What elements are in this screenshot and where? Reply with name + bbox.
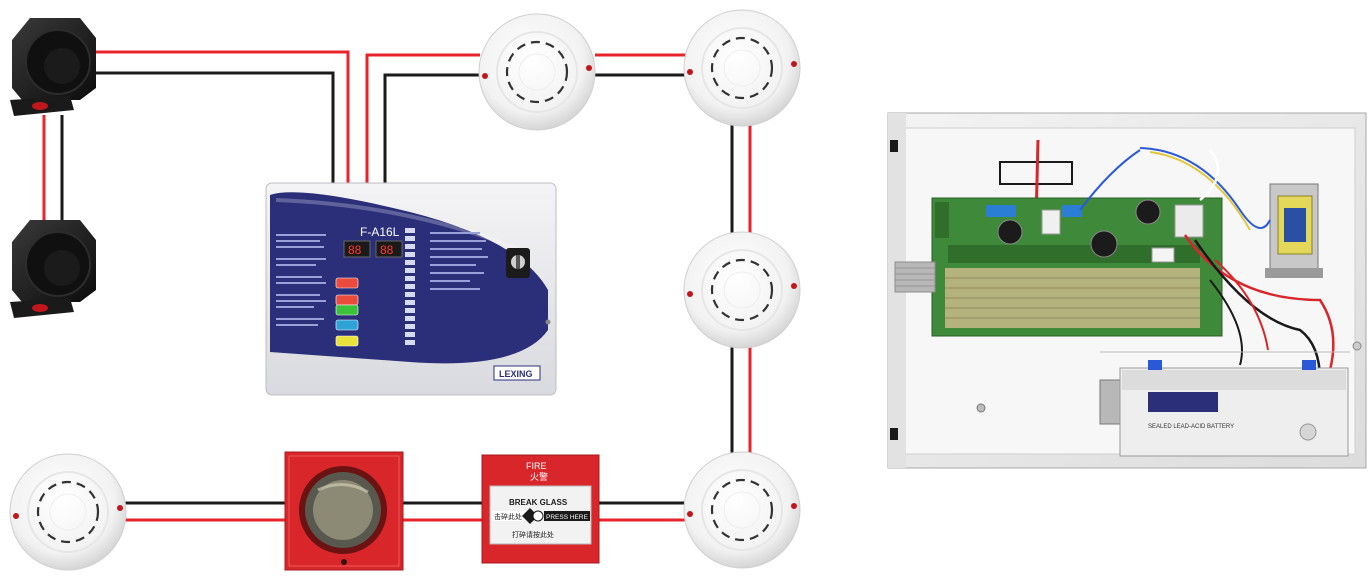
panel-left-instructions [276, 234, 326, 326]
siren-top [10, 18, 96, 116]
call-point-cn-instruction: 击碎此处 [494, 512, 522, 521]
panel-button-red-1[interactable] [335, 277, 359, 289]
call-point-bottom-cn-label: 打碎请按此处 [512, 530, 554, 539]
smoke-detector-3 [682, 230, 802, 350]
call-point-fire-label: FIRE [526, 461, 547, 471]
panel-display-right [375, 240, 403, 258]
wire-red-panel-detector [365, 53, 480, 185]
smoke-detector-1 [477, 12, 597, 132]
panel-button-red-2[interactable] [335, 294, 359, 306]
panel-button-blue[interactable] [335, 319, 359, 331]
wire-red-siren-panel [95, 50, 350, 185]
panel-brand-plate [493, 365, 541, 381]
call-point-fire-cn-label: 火警 [530, 471, 548, 482]
siren-bottom [10, 220, 96, 318]
open-enclosure: SEALED LEAD-ACID BATTERY [887, 112, 1367, 469]
red-window-device [284, 451, 404, 571]
call-point-press-here-label: PRESS HERE [546, 514, 589, 521]
smoke-detector-5 [8, 452, 128, 572]
panel-button-yellow[interactable] [335, 335, 359, 347]
panel-display-right-value: 88 [380, 243, 394, 257]
panel-brand-label: LEXING [499, 369, 533, 379]
smoke-detector-4 [682, 450, 802, 570]
panel-display-left [343, 240, 371, 258]
panel-model-label: F-A16L [360, 225, 400, 239]
battery-label: SEALED LEAD-ACID BATTERY [1148, 424, 1234, 430]
panel-display-left-value: 88 [348, 243, 362, 257]
call-point-break-glass-label: BREAK GLASS [509, 498, 568, 507]
control-panel: F-A16L 88 88 [265, 182, 557, 396]
panel-button-green[interactable] [335, 304, 359, 316]
wire-black-siren-panel [95, 71, 335, 185]
panel-zone-leds [405, 228, 415, 345]
manual-call-point: FIRE 火警 BREAK GLASS 击碎此处 PRESS HERE 打碎请按… [481, 454, 600, 564]
smoke-detector-2 [682, 8, 802, 128]
wire-black-panel-detector [383, 73, 480, 185]
panel-right-instructions [430, 232, 488, 290]
